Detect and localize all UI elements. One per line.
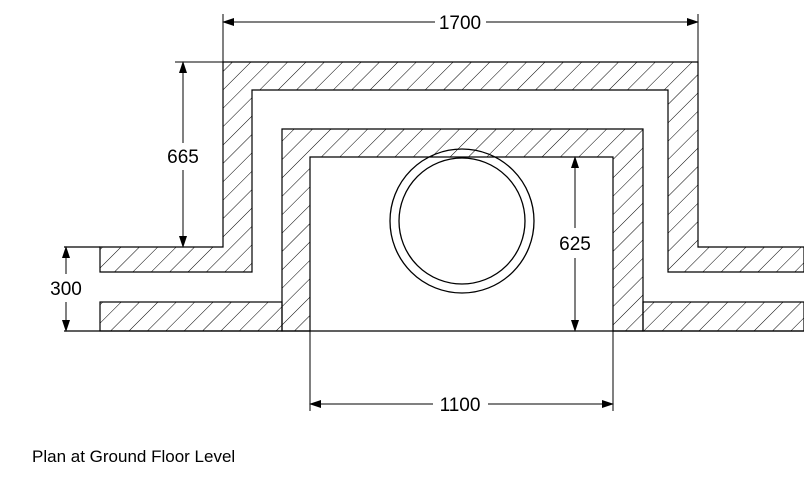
outer-wall	[99, 61, 804, 273]
drawing-caption: Plan at Ground Floor Level	[32, 447, 236, 466]
lower-strips	[99, 301, 804, 332]
dim-left-height-label: 665	[167, 147, 199, 168]
dim-inner-height: 625	[559, 156, 591, 332]
dim-pipe-height: 300	[50, 246, 82, 332]
manhole-outer-circle	[389, 148, 535, 294]
dim-top-width: 1700	[222, 13, 699, 62]
dim-top-width-label: 1700	[439, 13, 481, 34]
chamber-wall	[281, 128, 644, 332]
dim-left-height: 665	[167, 61, 223, 248]
manhole-cover	[389, 148, 535, 294]
lower-strip-right	[642, 301, 804, 332]
chamber-wall-hatch	[281, 128, 644, 332]
dim-inner-height-label: 625	[559, 234, 591, 255]
dim-bottom-width: 1100	[309, 331, 614, 416]
lower-strip-left	[99, 301, 283, 332]
manhole-inner-circle	[398, 157, 526, 285]
outer-wall-hatch	[99, 61, 804, 273]
dim-pipe-height-label: 300	[50, 279, 82, 300]
dim-bottom-width-label: 1100	[440, 395, 481, 416]
